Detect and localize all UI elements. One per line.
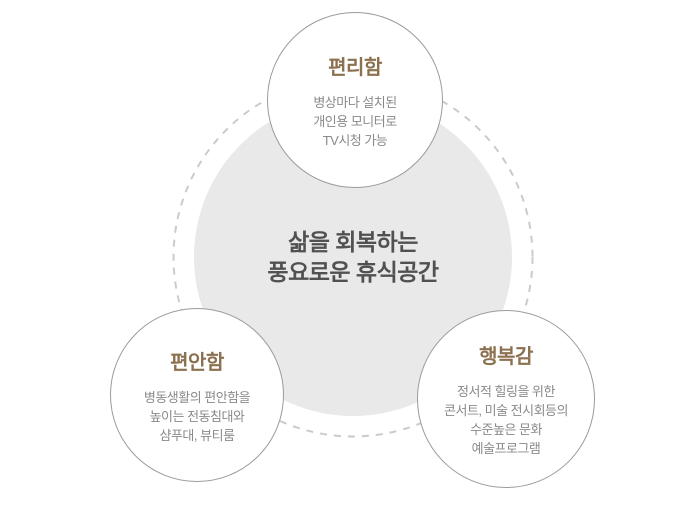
feature-body-line: 높이는 전동침대와 [149,408,245,424]
center-slogan-line-1: 삶을 회복하는 [288,229,418,255]
feature-body-convenience: 병상마다 설치된 개인용 모니터로 TV시청 가능 [313,93,397,150]
feature-body-line: 병동생활의 편안함을 [143,389,251,405]
feature-body-line: 정서적 힐링을 위한 [457,384,555,399]
feature-body-line: 개인용 모니터로 [313,113,397,129]
feature-body-happiness: 정서적 힐링을 위한 콘서트, 미술 전시회등의 수준높은 문화 예술프로그램 [444,382,568,458]
feature-body-line: 샴푸대, 뷰티룸 [159,427,235,443]
feature-circle-happiness: 행복감 정서적 힐링을 위한 콘서트, 미술 전시회등의 수준높은 문화 예술프… [417,310,595,488]
feature-body-line: 병상마다 설치된 [313,94,397,110]
feature-title-happiness: 행복감 [479,346,533,368]
center-slogan-line-2: 풍요로운 휴식공간 [267,259,439,285]
feature-body-line: 수준높은 문화 [470,422,542,437]
center-slogan: 삶을 회복하는 풍요로운 휴식공간 [267,227,439,287]
feature-body-comfort: 병동생활의 편안함을 높이는 전동침대와 샴푸대, 뷰티룸 [143,388,251,445]
feature-body-line: TV시청 가능 [322,132,388,148]
feature-title-convenience: 편리함 [328,56,382,79]
feature-title-comfort: 편안함 [170,351,224,374]
feature-body-line: 콘서트, 미술 전시회등의 [444,403,568,418]
feature-circle-comfort: 편안함 병동생활의 편안함을 높이는 전동침대와 샴푸대, 뷰티룸 [110,308,284,482]
feature-circle-convenience: 편리함 병상마다 설치된 개인용 모니터로 TV시청 가능 [267,12,443,188]
feature-body-line: 예술프로그램 [471,441,541,456]
